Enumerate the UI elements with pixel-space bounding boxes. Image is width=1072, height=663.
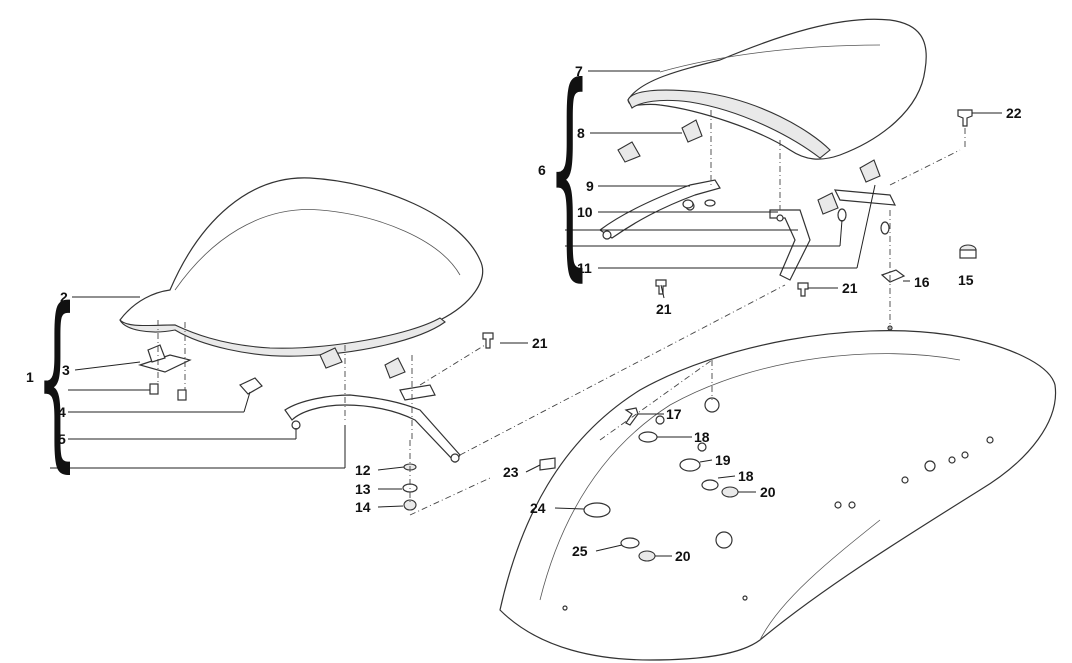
callout-20a: 20: [760, 484, 776, 500]
callout-6: 6: [538, 162, 546, 178]
callout-20b: 20: [675, 548, 691, 564]
callout-18a: 18: [694, 429, 710, 445]
callout-14: 14: [355, 499, 371, 515]
rear-fender: [499, 325, 1057, 661]
front-bumpers: [319, 347, 406, 379]
callout-1: 1: [26, 369, 34, 385]
callout-19: 19: [715, 452, 731, 468]
callout-23: 23: [503, 464, 519, 480]
group-brace-pillion: {: [548, 39, 591, 301]
callout-21c: 21: [842, 280, 858, 296]
leader-lines: [50, 70, 1002, 557]
callout-10: 10: [577, 204, 593, 220]
callout-4: 4: [58, 404, 66, 420]
callout-17: 17: [666, 406, 682, 422]
callout-8: 8: [577, 125, 585, 141]
pillion-bumpers: [617, 119, 881, 215]
seat-plate: [137, 344, 192, 401]
callout-16: 16: [914, 274, 930, 290]
callout-2: 2: [60, 289, 68, 305]
callout-22: 22: [1006, 105, 1022, 121]
group-brace-front-seat: {: [36, 268, 79, 489]
callout-7: 7: [575, 63, 583, 79]
callout-21a: 21: [532, 335, 548, 351]
pillion-bracket: [598, 179, 897, 281]
callout-5: 5: [58, 431, 66, 447]
callout-9: 9: [586, 178, 594, 194]
callout-21b: 21: [656, 301, 672, 317]
callout-3: 3: [62, 362, 70, 378]
callout-25: 25: [572, 543, 588, 559]
hardware: [402, 109, 977, 562]
pillion-seat: [627, 18, 927, 160]
callout-15: 15: [958, 272, 974, 288]
callout-12: 12: [355, 462, 371, 478]
alignment-lines: [157, 110, 966, 516]
rider-seat: [119, 177, 484, 357]
callout-11: 11: [577, 260, 592, 276]
callout-13: 13: [355, 481, 371, 497]
seat-bracket-front: [284, 384, 461, 463]
callout-18b: 18: [738, 468, 754, 484]
callout-24: 24: [530, 500, 546, 516]
clip-part: [239, 377, 263, 395]
